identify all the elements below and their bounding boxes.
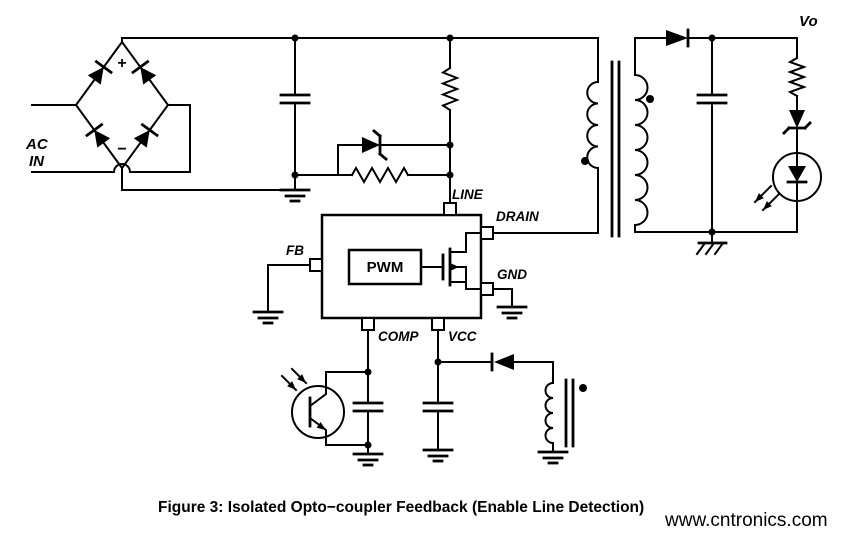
junction-dots (291, 34, 716, 449)
optocoupler-led (753, 152, 822, 233)
output-voltage-label: Vo (799, 13, 818, 30)
ac-label-line1: AC (25, 136, 49, 153)
line-sense-zener (337, 129, 451, 176)
line-pin (443, 202, 457, 216)
ac-input-label: AC IN (25, 136, 49, 170)
pwm-block (347, 248, 423, 286)
bridge-diode-icon (131, 59, 157, 85)
light-in-arrows-icon (280, 367, 308, 392)
mosfet-icon (420, 232, 482, 290)
pin-label-line: LINE (452, 187, 484, 202)
top-rail-wire (121, 37, 599, 234)
ac-input-wires (31, 104, 191, 173)
fb-pin (309, 258, 323, 272)
vcc-rectifier-diode (437, 352, 554, 384)
line-sense-resistor (294, 165, 451, 185)
transformer (581, 37, 654, 238)
pwm-controller-ic: PWM LINE DRAIN GND FB COMP VCC (286, 187, 539, 344)
bridge-diode-icon (133, 122, 159, 148)
figure-caption: Figure 3: Isolated Opto−coupler Feedback… (158, 499, 644, 516)
fb-ground-wire (252, 264, 311, 325)
pin-label-drain: DRAIN (496, 209, 539, 224)
watermark: www.cntronics.com (664, 510, 828, 531)
bridge-diode-icon (87, 59, 113, 85)
vcc-capacitor (422, 329, 454, 463)
output-diode (634, 28, 798, 48)
output-bias-resistor (787, 37, 807, 111)
pwm-block-label: PWM (367, 259, 404, 276)
secondary-phase-dot (646, 95, 654, 103)
drain-pin (480, 226, 494, 240)
primary-phase-dot (581, 157, 589, 165)
bridge-rectifier: + − (74, 40, 170, 170)
bridge-diode-icon (85, 122, 111, 148)
pin-label-fb: FB (286, 243, 304, 258)
pin-label-comp: COMP (378, 329, 419, 344)
line-divider-resistor (440, 37, 460, 204)
bridge-plus-sign: + (117, 55, 126, 72)
light-out-arrows-icon (753, 184, 781, 212)
gnd-pin (480, 282, 494, 296)
output-zener-diode (782, 110, 812, 154)
vcc-pin (431, 317, 445, 331)
optocoupler-phototransistor (280, 367, 369, 446)
gnd-pin-wire (492, 288, 528, 320)
bridge-minus-sign: − (117, 141, 126, 158)
comp-pin (361, 317, 375, 331)
bulk-capacitor (121, 37, 311, 191)
ground-symbol (279, 188, 311, 203)
aux-winding (537, 378, 587, 465)
pin-label-gnd: GND (497, 267, 527, 282)
pin-label-vcc: VCC (448, 329, 477, 344)
output-capacitor (696, 37, 728, 233)
ac-label-line2: IN (29, 153, 45, 170)
